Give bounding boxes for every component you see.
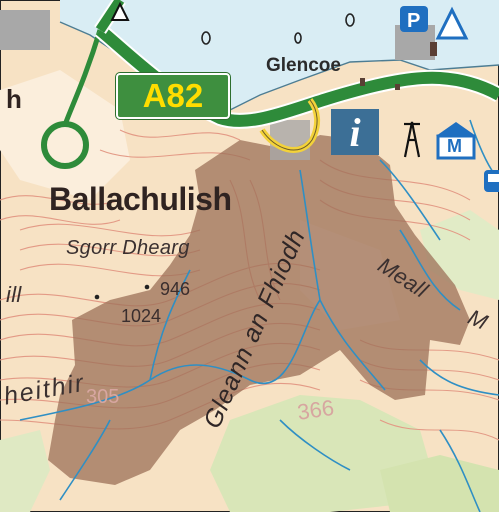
spot-height-946: 946 [160,279,191,299]
label-sgorr-dhearg: Sgorr Dhearg [66,237,190,259]
viewpoint-icon [435,6,469,40]
buildings [360,42,437,90]
museum-icon [436,122,476,160]
spot-height-dot [144,284,150,290]
label-edge-left-mid: ill [6,282,22,307]
rocks [201,13,355,45]
triangle-symbol [110,1,130,21]
road-shield-a82: A82 [116,73,230,119]
streams [19,119,499,512]
roundabout [41,121,89,169]
spot-height-1024: 1024 [121,306,162,326]
bus-icon [484,170,499,192]
parking-icon: P [400,6,428,32]
label-glencoe: Glencoe [266,55,341,76]
minor-road [62,29,103,126]
svg-text:P: P [407,10,420,32]
contour-label-305: 305 [86,386,120,408]
spot-height-dot [94,294,100,300]
label-ballachulish: Ballachulish [49,181,232,217]
transmitter-icon [403,121,421,158]
museum-letter: M [447,136,462,156]
tourist-information-icon[interactable]: i [331,109,379,155]
contour-label-366: 366 [295,394,336,425]
relief-shading [48,135,470,485]
label-edge-left-top: h [6,84,22,114]
woodland-areas [0,210,499,512]
